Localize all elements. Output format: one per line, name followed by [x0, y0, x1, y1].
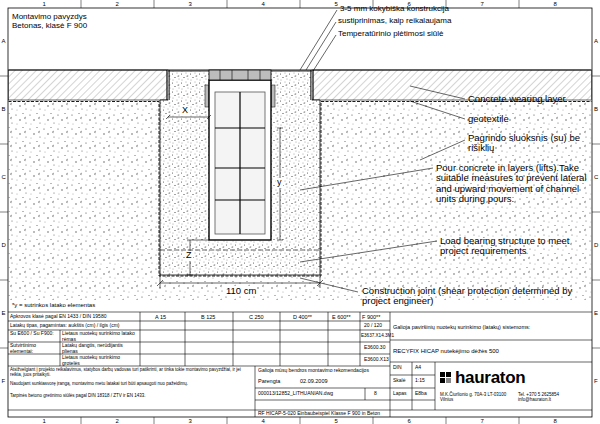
grid-reference: 7: [481, 418, 484, 424]
table-cell: Lapas: [393, 391, 407, 397]
table-cell: Su E600 / Su F900:: [10, 331, 58, 337]
note-text: Naudojant sunkiasvorę įrangą, montavimo …: [10, 382, 253, 387]
grid-reference: F: [594, 378, 598, 385]
grid-reference: 8: [554, 1, 557, 8]
grid-reference: 5: [335, 418, 338, 424]
grid-reference: 1: [43, 418, 46, 424]
grid-reference: D: [2, 242, 6, 249]
grid-reference: F: [2, 378, 6, 385]
table-cell: A4: [415, 365, 421, 371]
grid-reference: 3: [189, 1, 192, 8]
callout-text: Concrete wearing layer: [468, 94, 566, 104]
table-cell: Galioja paviršinių nuotekų surinkimo (la…: [393, 324, 589, 330]
table-cell: Apkrovos klasė pagal EN 1433 / DIN 19580: [10, 314, 106, 320]
grid-reference: 1: [43, 1, 46, 8]
table-cell: Latakų tipas, pagamintas: aukštis (cm) /…: [10, 323, 138, 329]
grid-reference: 6: [408, 418, 411, 424]
grid-reference: 6: [408, 1, 411, 8]
grid-reference: D: [594, 242, 598, 249]
table-cell: Parengta: [258, 378, 280, 384]
table-cell: 000013/12852_LITHUANIAN.dwg: [258, 391, 333, 397]
dimension-label: 110 cm: [225, 286, 257, 296]
table-cell: A 15: [155, 314, 166, 320]
table-cell: RECYFIX HICAP nutekėjimo dėžės 500: [393, 348, 589, 355]
table-cell: Lietaus nuotekų surinkimo latako rėmas: [62, 331, 138, 342]
table-cell: E 600**: [332, 314, 351, 320]
table-cell: Sutvirtinimo elementai:: [10, 343, 58, 354]
table-cell: RF HICAP-5-020 Einbaubeispiel Klasse F 9…: [258, 411, 380, 417]
table-cell: Latakų dangtis, nerūdijantis plienas: [62, 343, 138, 354]
table-cell: E3600.X13: [364, 357, 389, 363]
table-cell: D 400**: [293, 314, 312, 320]
footnote: *y = sutrinkos latako elementas: [12, 302, 95, 309]
table-cell: Galioja mūsų bendros montavimo rekomenda…: [258, 368, 386, 374]
callout-text: Temperatūrinio plėtimosi siūlė: [338, 30, 443, 39]
callout-text: Pagrindo sluoksnis (su) be rišiklių: [468, 133, 586, 154]
callout-text: 3-5 mm kokybiška konstrukcija: [340, 5, 449, 14]
table-cell: 02.09.2009: [300, 378, 328, 384]
grid-reference: E: [594, 310, 598, 317]
grid-reference: E: [2, 310, 6, 317]
dimension-label: y: [276, 178, 283, 188]
grid-reference: A: [594, 38, 598, 45]
grid-reference: B: [594, 106, 598, 113]
table-cell: Lietaus nuotekų surinkimo grotelės: [62, 355, 138, 366]
table-cell: B 125: [201, 314, 215, 320]
table-cell: 20 / 120: [364, 323, 382, 329]
table-cell: E3637.X14.3M1: [361, 333, 394, 338]
table-cell: E8ba: [415, 391, 427, 397]
table-cell: 1:15: [415, 378, 425, 384]
table-cell: 8: [374, 391, 377, 397]
note-text: Tarpinės betono gretinimo siūlės pagal D…: [10, 394, 253, 399]
table-cell: C 250: [249, 314, 264, 320]
table-cell: Skalė: [393, 378, 406, 384]
note-text: Atsižvelgiant į projekto reikalavimus, s…: [10, 368, 253, 378]
grid-reference: B: [2, 106, 6, 113]
drawing-title: Montavimo pavyzdys Betonas, klasė F 900: [12, 13, 107, 31]
callout-text: sustiprinimas, kaip reikalaujama: [338, 17, 451, 26]
grid-reference: 2: [116, 418, 119, 424]
grid-reference: A: [2, 38, 6, 45]
callout-text: Pour concrete in layers (lifts).Take sui…: [436, 163, 594, 205]
grid-reference: 4: [262, 418, 265, 424]
grid-reference: 7: [481, 1, 484, 8]
table-cell: DIN: [393, 365, 402, 371]
grid-reference: C: [2, 174, 6, 181]
grid-reference: 8: [554, 418, 557, 424]
grid-reference: 2: [116, 1, 119, 8]
grid-reference: C: [594, 174, 598, 181]
grid-reference: 4: [262, 1, 265, 8]
table-cell: F 900**: [362, 314, 380, 320]
table-cell: E3600.30: [364, 345, 385, 351]
callout-text: Construction joint (shear protection det…: [362, 286, 590, 307]
table-cell: M.K.Čiurlionio g. 70A-3 LT-03100 Vilnius: [440, 393, 512, 403]
grid-reference: 5: [335, 1, 338, 8]
table-cell: Tel. +370 5 2625854 info@hauraton.lt: [518, 393, 590, 403]
callout-text: Load bearing structure to meet project r…: [440, 236, 590, 257]
dimension-label: X: [181, 106, 189, 116]
company-logo: hauraton: [455, 369, 525, 388]
dimension-label: Z: [185, 251, 193, 261]
grid-reference: 3: [189, 418, 192, 424]
callout-text: geotextile: [468, 114, 509, 124]
